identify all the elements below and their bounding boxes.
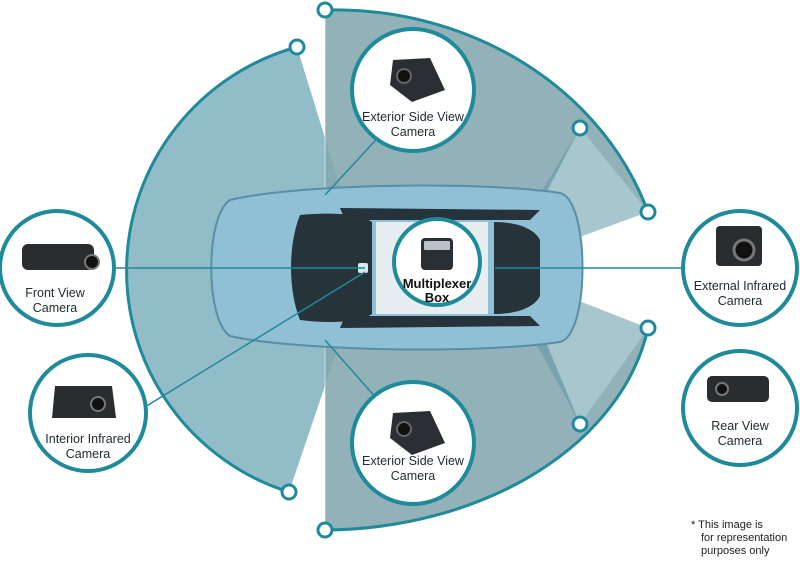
car-side-window-bottom <box>340 316 540 328</box>
front-view-camera-icon <box>22 244 94 270</box>
exterior-side-camera-bottom: Exterior Side View Camera <box>350 380 476 506</box>
exterior-side-top-label-line1: Exterior Side View <box>362 110 465 124</box>
disclaimer-note: * This image is for representation purpo… <box>691 519 800 558</box>
exterior-side-top-label-line2: Camera <box>391 125 436 139</box>
front-view-camera: Front View Camera <box>0 209 116 327</box>
interior-infrared-camera: Interior Infrared Camera <box>28 353 148 473</box>
front-view-label-line1: Front View <box>25 286 85 300</box>
interior-infrared-label-line1: Interior Infrared <box>45 432 131 446</box>
interior-infrared-camera-icon <box>52 386 116 418</box>
exterior-side-bottom-label-line1: Exterior Side View <box>362 454 465 468</box>
exterior-side-bottom-label-line2: Camera <box>391 469 436 483</box>
multiplexer-label-line2: Box <box>425 290 450 305</box>
external-infrared-camera: External Infrared Camera <box>681 209 799 327</box>
side-coverage-arc <box>324 8 650 213</box>
side-bottom-coverage-arc <box>324 327 650 532</box>
front-view-label-line2: Camera <box>33 301 78 315</box>
multiplexer-box: Multiplexer Box <box>392 217 482 307</box>
rear-view-label-line1: Rear View <box>711 419 769 433</box>
multiplexer-label-line1: Multiplexer <box>403 276 472 291</box>
exterior-side-camera-top: Exterior Side View Camera <box>350 27 476 153</box>
external-infrared-label-line2: Camera <box>718 294 763 308</box>
external-infrared-label-line1: External Infrared <box>694 279 786 293</box>
car-side-window-top <box>340 208 540 220</box>
rear-view-label-line2: Camera <box>718 434 763 448</box>
disclaimer-line2: for representation <box>701 532 788 544</box>
interior-infrared-label-line2: Camera <box>66 447 111 461</box>
rear-view-camera: Rear View Camera <box>681 349 799 467</box>
front-coverage-arc <box>125 45 298 494</box>
disclaimer-line3: purposes only <box>701 545 770 557</box>
disclaimer-line1: * This image is <box>691 519 763 531</box>
arc-endpoint-markers <box>280 1 657 539</box>
